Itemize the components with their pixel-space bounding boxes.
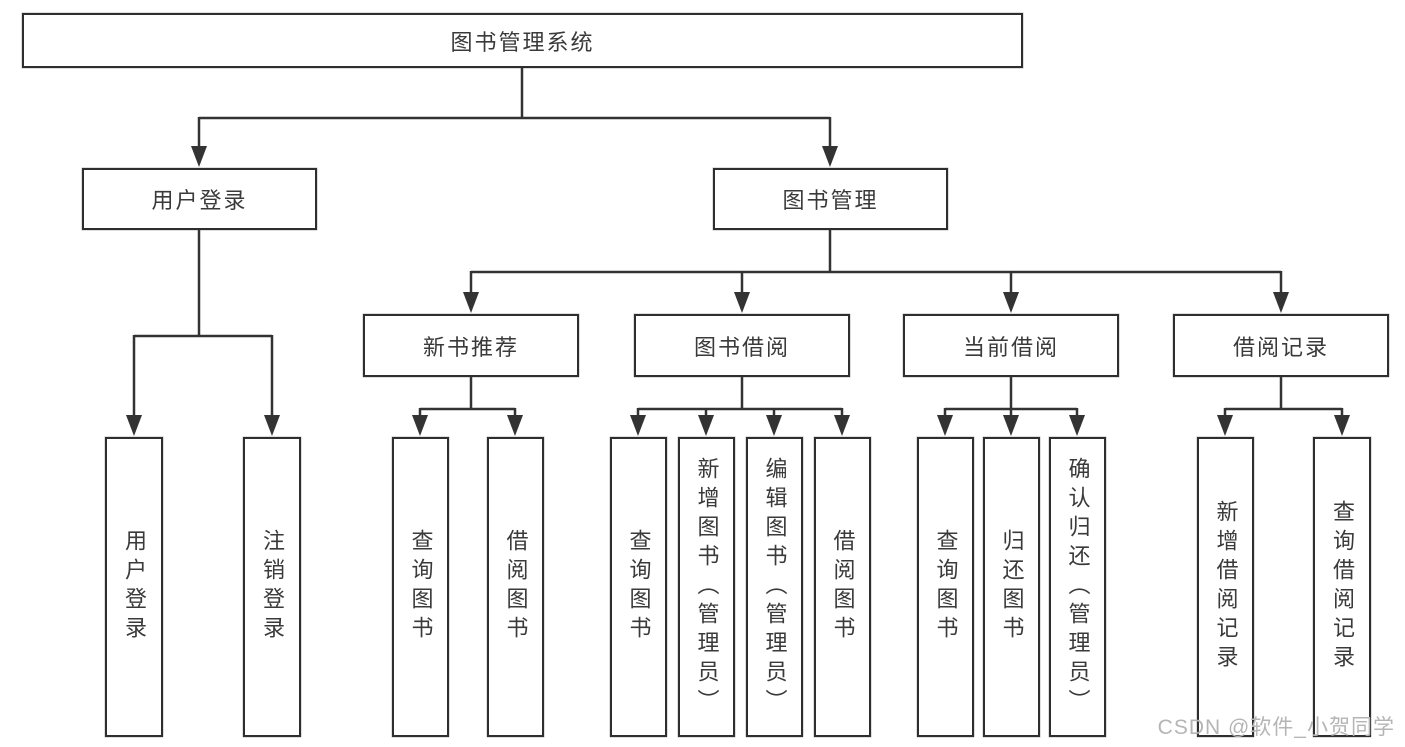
connector-current-borrow-to-leaves [937,377,1085,436]
node-label: 用户登录 [151,188,248,213]
leaf-borrow-edit-books-admin: 编辑图书（管理员） [746,437,803,737]
node-label: 归还图书 [999,529,1025,645]
leaf-current-confirm-return-admin: 确认归还（管理员） [1049,437,1106,737]
node-label: 确认归还（管理员） [1065,456,1091,718]
node-label: 当前借阅 [962,334,1059,360]
leaf-borrow-add-books-admin: 新增图书（管理员） [678,437,735,737]
connector-user-login-to-leaves [126,230,280,436]
node-book-management: 图书管理 [713,168,948,230]
leaf-records-add-borrow-record: 新增借阅记录 [1197,437,1254,737]
leaf-current-return-books: 归还图书 [983,437,1040,737]
connector-book-borrow-to-leaves [630,377,850,436]
node-library-management-system: 图书管理系统 [22,13,1023,68]
leaf-records-query-borrow-record: 查询借阅记录 [1313,437,1371,737]
leaf-borrow-borrow-books: 借阅图书 [814,437,871,737]
connector-new-book-recommend-to-leaves [412,377,523,436]
node-label: 查询图书 [933,529,959,645]
node-label: 编辑图书（管理员） [762,456,788,718]
leaf-newbook-query-books: 查询图书 [392,437,449,737]
leaf-current-query-books: 查询图书 [917,437,974,737]
node-label: 借阅记录 [1232,334,1329,360]
node-label: 注销登录 [260,529,285,645]
node-label: 查询图书 [408,529,434,645]
node-label: 新增借阅记录 [1213,500,1239,674]
leaf-newbook-borrow-books: 借阅图书 [487,437,544,737]
connector-borrow-records-to-leaves [1217,377,1350,436]
leaf-logout: 注销登录 [243,437,301,737]
leaf-borrow-query-books: 查询图书 [610,437,667,737]
node-label: 用户登录 [122,529,147,645]
watermark: CSDN @软件_小贺同学 [1157,716,1395,739]
connector-root-to-level2 [191,68,838,167]
node-label: 图书借阅 [693,334,790,360]
node-label: 图书管理 [782,188,879,213]
node-label: 图书管理系统 [450,29,595,55]
node-label: 借阅图书 [830,529,856,645]
node-label: 查询借阅记录 [1330,500,1355,674]
node-book-borrow: 图书借阅 [634,314,850,377]
node-user-login: 用户登录 [82,168,317,230]
node-new-book-recommend: 新书推荐 [363,314,579,377]
node-label: 新书推荐 [422,334,519,360]
node-label: 查询图书 [626,529,652,645]
connector-book-management-to-level3 [463,230,1289,313]
leaf-user-login: 用户登录 [105,437,163,737]
node-label: 借阅图书 [503,529,529,645]
node-current-borrow: 当前借阅 [903,314,1119,377]
node-label: 新增图书（管理员） [694,456,720,718]
node-borrow-records: 借阅记录 [1173,314,1389,377]
